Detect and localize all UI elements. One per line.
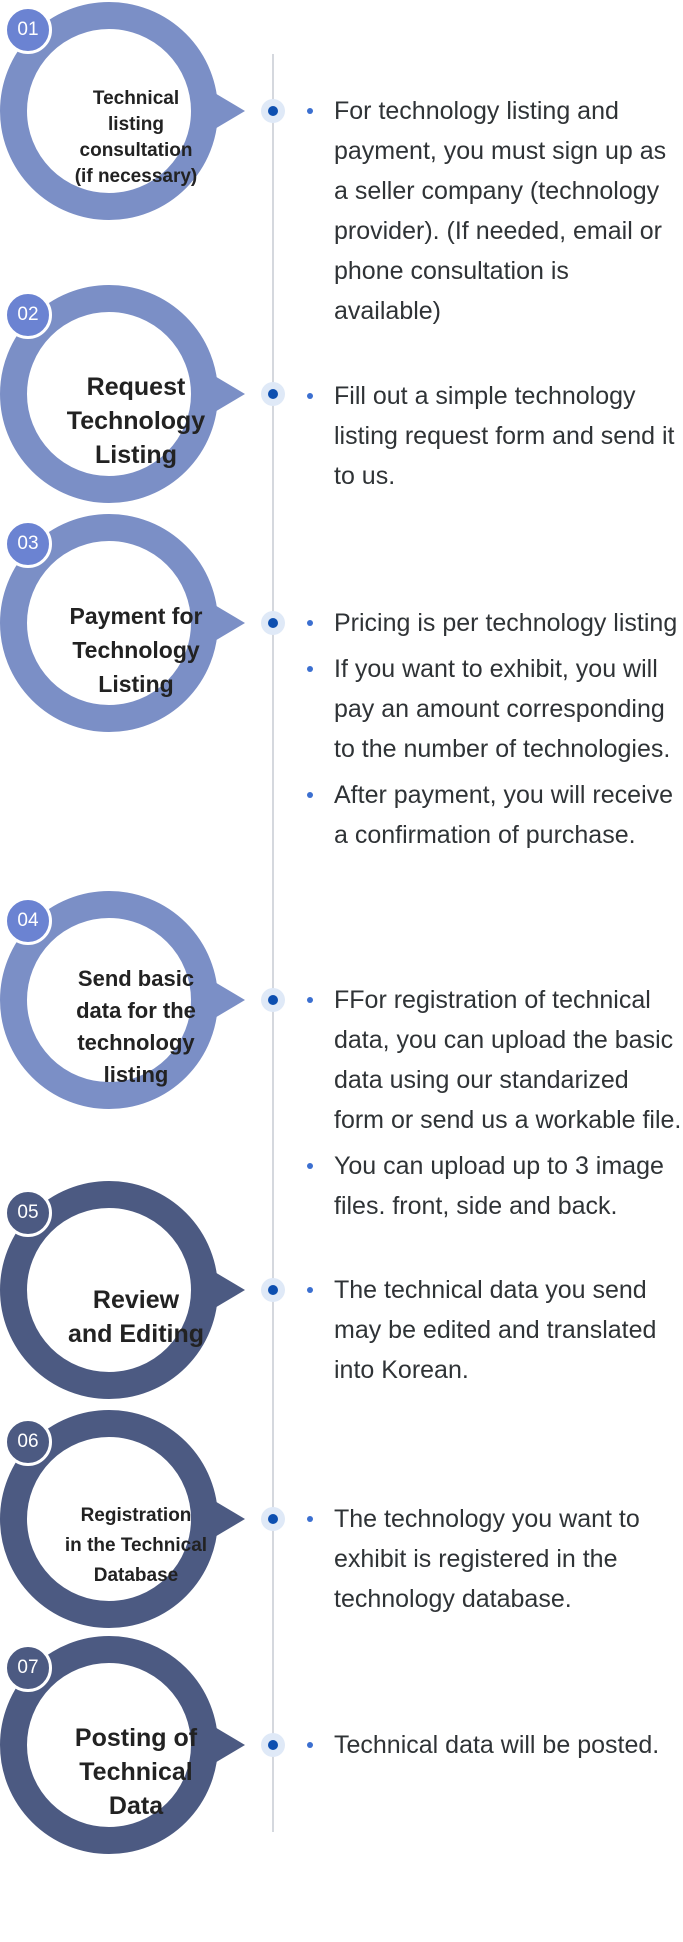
step-pointer [213, 1500, 245, 1538]
step-title: Send basic data for the technology listi… [76, 966, 196, 1087]
step-description-item: The technical data you send may be edite… [307, 1270, 682, 1390]
step-number-badge: 04 [4, 897, 52, 945]
step-number-badge: 01 [4, 6, 52, 54]
timeline-marker [261, 611, 285, 635]
step-title: Registration in the Technical Database [64, 1505, 208, 1586]
step-pointer [213, 375, 245, 413]
step-description-item: For technology listing and payment, you … [307, 91, 682, 331]
timeline-line [272, 54, 274, 1832]
step-title: Payment for Technology Listing [69, 603, 203, 697]
step-number-badge: 05 [4, 1189, 52, 1237]
step-description-list: FFor registration of technical data, you… [307, 980, 682, 1232]
step-description-list: Fill out a simple technology listing req… [307, 376, 682, 502]
step-pointer [213, 92, 245, 130]
step-number-badge: 02 [4, 291, 52, 339]
timeline-marker [261, 1733, 285, 1757]
step-description-item: FFor registration of technical data, you… [307, 980, 682, 1140]
timeline-marker [261, 382, 285, 406]
step-description-item: If you want to exhibit, you will pay an … [307, 649, 682, 769]
step-description-list: The technology you want to exhibit is re… [307, 1499, 682, 1625]
step-number-badge: 07 [4, 1644, 52, 1692]
timeline-marker [261, 988, 285, 1012]
step-description-item: Fill out a simple technology listing req… [307, 376, 682, 496]
step-description-list: The technical data you send may be edite… [307, 1270, 682, 1396]
step-description-item: Pricing is per technology listing [307, 603, 682, 643]
timeline-marker [261, 1507, 285, 1531]
step-number-badge: 03 [4, 520, 52, 568]
step-pointer [213, 1271, 245, 1309]
timeline-marker [261, 99, 285, 123]
step-description-item: After payment, you will receive a confir… [307, 775, 682, 855]
step-title: Review and Editing [67, 1286, 205, 1348]
step-title: Technical listing consultation (if neces… [74, 88, 198, 187]
step-description-item: The technology you want to exhibit is re… [307, 1499, 682, 1619]
step-title: Request Technology Listing [66, 373, 206, 469]
step-pointer [213, 981, 245, 1019]
timeline-marker [261, 1278, 285, 1302]
step-description-item: Technical data will be posted. [307, 1725, 682, 1765]
step-number-badge: 06 [4, 1418, 52, 1466]
step-description-list: For technology listing and payment, you … [307, 91, 682, 337]
step-pointer [213, 604, 245, 642]
step-title: Posting of Technical Data [74, 1724, 198, 1820]
step-description-list: Pricing is per technology listing If you… [307, 603, 682, 861]
step-description-item: You can upload up to 3 image files. fron… [307, 1146, 682, 1226]
step-description-list: Technical data will be posted. [307, 1725, 682, 1771]
step-pointer [213, 1726, 245, 1764]
